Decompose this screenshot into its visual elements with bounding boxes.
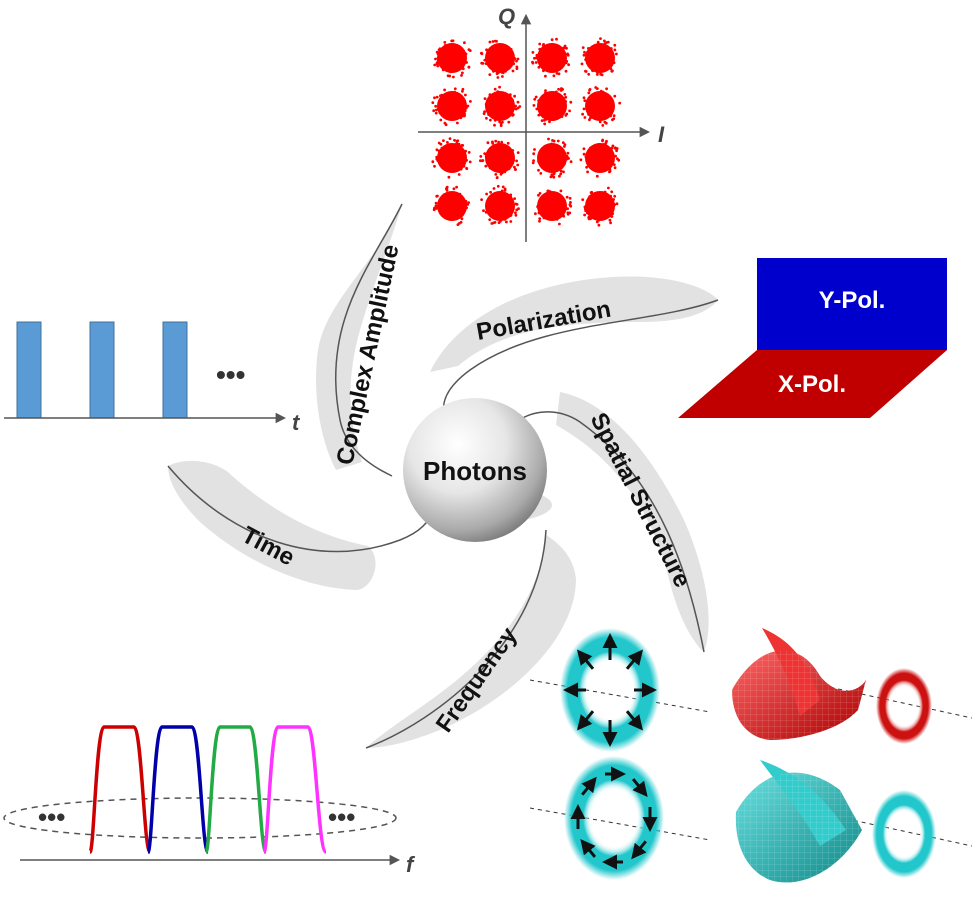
y-pol-label: Y-Pol. [819, 287, 886, 314]
x-pol-label: X-Pol. [778, 371, 846, 398]
constellation-point [480, 184, 520, 225]
time-pulse-2 [89, 321, 115, 419]
constellation-points [431, 37, 622, 227]
constellation-point [433, 39, 472, 79]
frequency-ellipsis-right: ••• [328, 802, 355, 832]
time-pulse-1 [16, 321, 42, 419]
red-helical-wavefront [732, 628, 866, 740]
i-axis-label: I [658, 122, 665, 147]
spatial-panel [529, 628, 973, 883]
polarization-panel: Y-Pol. X-Pol. [678, 258, 947, 418]
polarization-arrow [631, 778, 648, 798]
constellation-point [432, 185, 470, 227]
radial-polarization-ring [560, 628, 660, 752]
photon-sphere: Photons [403, 398, 552, 542]
azimuthal-polarization-ring [564, 756, 664, 880]
polarization-arrow [625, 710, 644, 731]
cyan-helical-wavefront [735, 760, 862, 883]
y-pol-block [757, 258, 947, 350]
time-ellipsis: ••• [216, 359, 245, 390]
label-spatial-structure: Spatial Structure [585, 408, 696, 591]
spiral-arms [167, 203, 719, 749]
channel-4 [262, 725, 328, 854]
channel-3 [204, 725, 268, 854]
polarization-arrow [581, 776, 597, 796]
constellation-point [581, 186, 619, 227]
constellation-point [532, 87, 573, 126]
constellation-point [479, 139, 520, 180]
constellation-point [482, 85, 522, 127]
constellation-point [581, 86, 622, 127]
polarization-arrow [576, 710, 595, 731]
red-donut-beam [876, 668, 932, 744]
constellation-point [579, 138, 621, 178]
arm-polarization [430, 276, 718, 372]
cyan-donut-beam [872, 790, 936, 878]
arm-spatial-structure [556, 392, 709, 652]
polarization-arrow [580, 838, 597, 858]
channel-1 [88, 725, 152, 854]
arm-frequency [366, 535, 576, 748]
constellation-point [531, 137, 573, 179]
constellation-panel: Q I [418, 4, 665, 242]
constellation-point [534, 189, 573, 226]
frequency-ellipsis-left: ••• [38, 802, 65, 832]
frequency-axis-label: f [406, 852, 416, 877]
polarization-arrow [631, 840, 647, 860]
x-pol-block [678, 350, 947, 418]
center-label: Photons [423, 456, 527, 486]
frequency-panel: f ••• ••• [3, 725, 416, 877]
constellation-point [480, 39, 520, 79]
channel-2 [146, 725, 210, 854]
time-pulse-3 [162, 321, 188, 419]
constellation-point [431, 87, 472, 127]
polarization-arrow [576, 649, 595, 670]
constellation-point [580, 37, 618, 77]
q-axis-label: Q [498, 4, 515, 29]
arm-time [168, 460, 376, 590]
constellation-point [531, 37, 570, 78]
constellation-point [431, 137, 472, 179]
polarization-arrow [625, 649, 644, 670]
time-axis-label: t [292, 410, 301, 435]
time-panel: t ••• [4, 321, 301, 435]
